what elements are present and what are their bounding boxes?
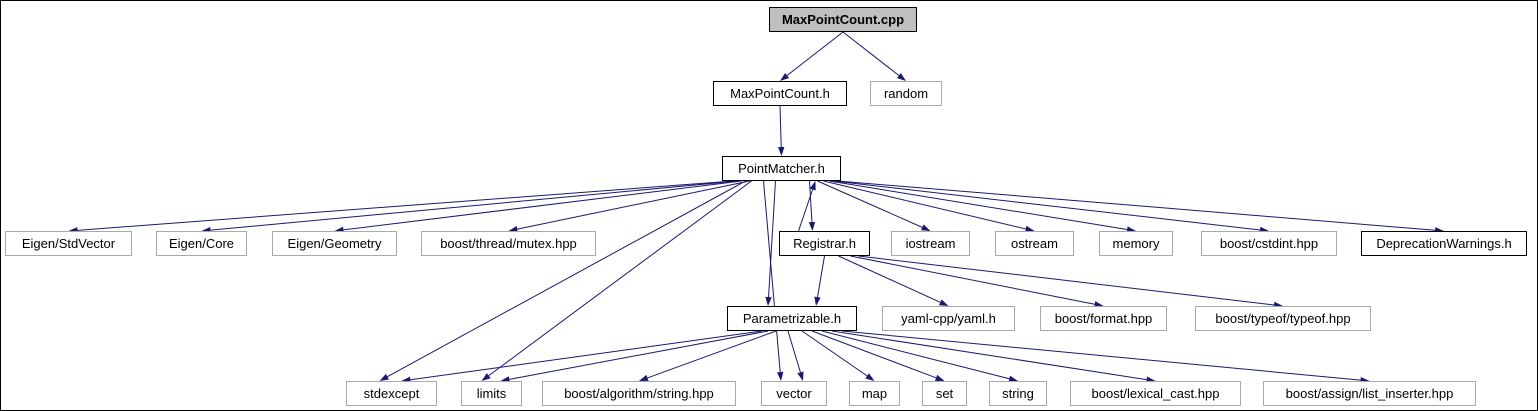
node-label: boost/lexical_cast.hpp xyxy=(1091,386,1220,401)
node-eigen-stdvector: Eigen/StdVector xyxy=(5,231,132,256)
node-boost-algorithm-string: boost/algorithm/string.hpp xyxy=(542,381,736,406)
node-ostream: ostream xyxy=(995,231,1074,256)
edge-pointmatcher-h-to-stdexcept xyxy=(379,180,746,381)
node-label: Registrar.h xyxy=(793,236,856,251)
edge-pointmatcher-h-to-parametrizable-h xyxy=(765,180,776,306)
node-yaml-cpp: yaml-cpp/yaml.h xyxy=(882,306,1015,331)
node-label: limits xyxy=(476,386,507,401)
node-label: iostream xyxy=(905,236,956,251)
node-label: boost/assign/list_inserter.hpp xyxy=(1285,386,1454,401)
edge-pointmatcher-h-to-deprecationwarnings-h xyxy=(837,180,1444,234)
edge-parametrizable-h-to-map xyxy=(801,330,875,381)
edge-maxpointcount-cpp-to-maxpointcount-h xyxy=(780,31,844,81)
node-eigen-core: Eigen/Core xyxy=(156,231,247,256)
node-boost-assign-list-inserter: boost/assign/list_inserter.hpp xyxy=(1263,381,1476,406)
node-label: string xyxy=(1002,386,1034,401)
node-boost-format: boost/format.hpp xyxy=(1040,306,1167,331)
edge-pointmatcher-h-to-eigen-core xyxy=(201,180,738,234)
edge-pointmatcher-h-to-registrar-h xyxy=(808,180,816,231)
node-deprecationwarnings-h[interactable]: DeprecationWarnings.h xyxy=(1361,231,1527,256)
node-vector: vector xyxy=(761,381,827,406)
node-label: PointMatcher.h xyxy=(738,161,825,176)
node-random: random xyxy=(870,81,942,106)
edge-maxpointcount-h-to-pointmatcher-h xyxy=(778,105,785,156)
node-label: memory xyxy=(1112,236,1160,251)
node-label: Eigen/Core xyxy=(168,236,235,251)
node-label: boost/typeof/typeof.hpp xyxy=(1215,311,1351,326)
node-stdexcept: stdexcept xyxy=(346,381,437,406)
node-label: vector xyxy=(776,386,812,401)
node-boost-cstdint: boost/cstdint.hpp xyxy=(1201,231,1337,256)
edge-registrar-h-to-boost-format xyxy=(850,255,1104,308)
edge-registrar-h-to-parametrizable-h xyxy=(814,255,825,306)
edge-pointmatcher-h-to-boost-cstdint xyxy=(833,180,1269,234)
node-label: Parametrizable.h xyxy=(742,311,842,326)
edge-parametrizable-h-to-set xyxy=(811,330,945,381)
node-label: MaxPointCount.h xyxy=(730,86,830,101)
node-label: boost/algorithm/string.hpp xyxy=(564,386,714,401)
node-label: DeprecationWarnings.h xyxy=(1376,236,1512,251)
edge-pointmatcher-h-to-boost-thread-mutex xyxy=(508,180,750,233)
node-maxpointcount-cpp: MaxPointCount.cpp xyxy=(769,7,917,32)
node-label: boost/thread/mutex.hpp xyxy=(440,236,577,251)
edge-parametrizable-h-to-stdexcept xyxy=(401,330,763,383)
node-iostream: iostream xyxy=(891,231,970,256)
edge-parametrizable-h-to-vector xyxy=(787,330,804,381)
edge-pointmatcher-h-to-ostream xyxy=(823,180,1035,233)
node-label: MaxPointCount.cpp xyxy=(781,12,905,27)
edge-pointmatcher-h-to-eigen-stdvector xyxy=(68,180,734,234)
node-limits: limits xyxy=(461,381,522,406)
node-eigen-geometry: Eigen/Geometry xyxy=(272,231,397,256)
node-boost-lexical-cast: boost/lexical_cast.hpp xyxy=(1070,381,1241,406)
edge-parametrizable-h-to-boost-algorithm-string xyxy=(639,330,777,381)
node-label: boost/cstdint.hpp xyxy=(1219,236,1319,251)
node-label: Eigen/StdVector xyxy=(21,236,116,251)
edge-registrar-h-to-boost-typeof xyxy=(858,255,1283,309)
node-label: set xyxy=(935,386,954,401)
edge-parametrizable-h-to-boost-assign-list-inserter xyxy=(841,330,1370,384)
edge-registrar-h-to-yaml-cpp xyxy=(838,255,949,306)
node-label: boost/format.hpp xyxy=(1054,311,1153,326)
edge-maxpointcount-cpp-to-random xyxy=(842,31,906,81)
node-registrar-h[interactable]: Registrar.h xyxy=(779,231,870,256)
edge-pointmatcher-h-to-limits xyxy=(481,180,752,381)
node-boost-typeof: boost/typeof/typeof.hpp xyxy=(1195,306,1371,331)
edge-pointmatcher-h-to-iostream xyxy=(817,180,931,231)
edge-parametrizable-h-to-string xyxy=(821,330,1018,382)
node-label: map xyxy=(861,386,888,401)
edge-pointmatcher-h-to-vector xyxy=(763,180,784,381)
node-maxpointcount-h[interactable]: MaxPointCount.h xyxy=(713,81,847,106)
node-label: stdexcept xyxy=(363,386,420,401)
node-set: set xyxy=(922,381,967,406)
node-memory: memory xyxy=(1099,231,1173,256)
node-label: random xyxy=(883,86,929,101)
node-parametrizable-h[interactable]: Parametrizable.h xyxy=(727,306,857,331)
node-boost-thread-mutex: boost/thread/mutex.hpp xyxy=(421,231,596,256)
node-map: map xyxy=(849,381,900,406)
edge-parametrizable-h-to-limits xyxy=(500,330,769,383)
node-label: Eigen/Geometry xyxy=(287,236,382,251)
node-label: ostream xyxy=(1011,236,1058,251)
edge-registrar-h-to-pointmatcher-h xyxy=(798,181,816,232)
node-string: string xyxy=(989,381,1047,406)
node-pointmatcher-h[interactable]: PointMatcher.h xyxy=(722,156,841,181)
node-label: yaml-cpp/yaml.h xyxy=(901,311,996,326)
